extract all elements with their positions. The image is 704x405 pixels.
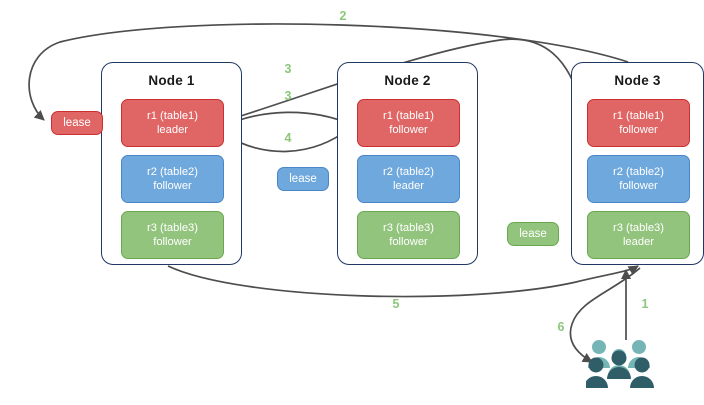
replica-name: r2 (table2) <box>147 165 198 178</box>
replica-name: r2 (table2) <box>383 165 434 178</box>
lease-badge-r2[interactable]: lease <box>277 167 329 191</box>
node-card-node3[interactable]: Node 3 r1 (table1) follower r2 (table2) … <box>571 62 704 265</box>
replica-role: leader <box>392 180 425 192</box>
replica-role: follower <box>389 236 428 248</box>
edge-label-4: 4 <box>284 131 292 145</box>
edge-label-6: 6 <box>557 320 565 334</box>
replica-role: follower <box>153 236 192 248</box>
replica-name: r1 (table1) <box>383 109 434 122</box>
node-title: Node 3 <box>614 73 661 88</box>
edge-label-2: 2 <box>339 9 347 23</box>
replica-name: r2 (table2) <box>613 165 664 178</box>
people-group-icon <box>586 340 654 388</box>
replica-role: leader <box>156 124 189 136</box>
replica-role: follower <box>619 180 658 192</box>
replica-node3-r2[interactable]: r2 (table2) follower <box>587 155 690 203</box>
replica-node1-r1[interactable]: r1 (table1) leader <box>121 99 224 147</box>
lease-badge-r1[interactable]: lease <box>51 111 103 135</box>
replica-name: r3 (table3) <box>613 221 664 234</box>
replica-node1-r3[interactable]: r3 (table3) follower <box>121 211 224 259</box>
replica-name: r3 (table3) <box>383 221 434 234</box>
replica-name: r3 (table3) <box>147 221 198 234</box>
replica-node2-r2[interactable]: r2 (table2) leader <box>357 155 460 203</box>
edge-label-3b: 3 <box>284 89 292 103</box>
replica-node2-r1[interactable]: r1 (table1) follower <box>357 99 460 147</box>
edge-label-5: 5 <box>392 297 400 311</box>
edge-label-1: 1 <box>641 297 649 311</box>
replica-role: follower <box>389 124 428 136</box>
replica-role: follower <box>153 180 192 192</box>
lease-badge-r3[interactable]: lease <box>507 222 559 246</box>
replica-node1-r2[interactable]: r2 (table2) follower <box>121 155 224 203</box>
replica-role: leader <box>622 236 655 248</box>
node-title: Node 2 <box>384 73 431 88</box>
node-card-node2[interactable]: Node 2 r1 (table1) follower r2 (table2) … <box>337 62 478 265</box>
edge-5-node1-to-node3 <box>167 265 639 298</box>
node-card-node1[interactable]: Node 1 r1 (table1) leader r2 (table2) fo… <box>101 62 242 265</box>
replica-role: follower <box>619 124 658 136</box>
replica-node3-r1[interactable]: r1 (table1) follower <box>587 99 690 147</box>
replica-name: r1 (table1) <box>613 109 664 122</box>
edge-label-3a: 3 <box>284 62 292 76</box>
node-title: Node 1 <box>148 73 195 88</box>
replica-name: r1 (table1) <box>147 109 198 122</box>
replica-node2-r3[interactable]: r3 (table3) follower <box>357 211 460 259</box>
replica-node3-r3[interactable]: r3 (table3) leader <box>587 211 690 259</box>
